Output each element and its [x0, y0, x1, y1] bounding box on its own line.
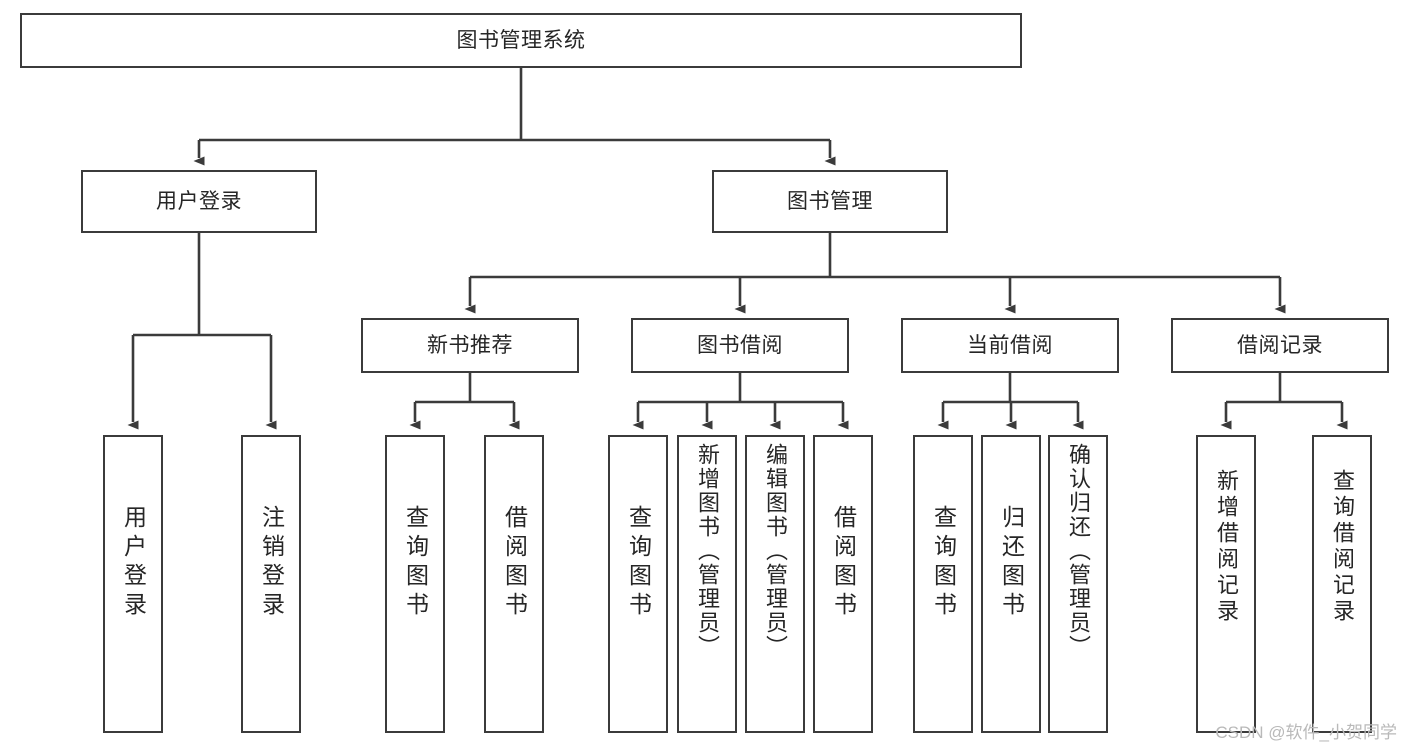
node-book-borrow-label: 图书借阅 — [697, 333, 783, 357]
node-leaf-rec-query-book-label: 查询图书 — [402, 505, 429, 621]
node-user-login-label: 用户登录 — [156, 189, 242, 213]
node-leaf-borrow-book-label: 借阅图书 — [830, 505, 857, 621]
node-current-borrow-label: 当前借阅 — [967, 333, 1053, 357]
node-leaf-cur-query-book[interactable]: 查询图书 — [913, 435, 973, 733]
node-borrow-record[interactable]: 借阅记录 — [1171, 318, 1389, 373]
node-new-book-rec-label: 新书推荐 — [427, 333, 513, 357]
node-leaf-rec-query-book[interactable]: 查询图书 — [385, 435, 445, 733]
node-leaf-query-borrow-record[interactable]: 查询借阅记录 — [1312, 435, 1372, 733]
node-leaf-add-borrow-record-label: 新增借阅记录 — [1214, 469, 1239, 625]
node-user-login[interactable]: 用户登录 — [81, 170, 317, 233]
node-book-manage[interactable]: 图书管理 — [712, 170, 948, 233]
node-leaf-rec-borrow-book-label: 借阅图书 — [501, 505, 528, 621]
node-leaf-confirm-return-admin-label: 确认归还（管理员） — [1066, 443, 1091, 659]
node-leaf-add-book-admin-label: 新增图书（管理员） — [695, 443, 720, 659]
node-leaf-rec-borrow-book[interactable]: 借阅图书 — [484, 435, 544, 733]
node-leaf-user-logout[interactable]: 注销登录 — [241, 435, 301, 733]
node-leaf-user-login[interactable]: 用户登录 — [103, 435, 163, 733]
node-leaf-edit-book-admin-label: 编辑图书（管理员） — [763, 443, 788, 659]
node-leaf-cur-query-book-label: 查询图书 — [930, 505, 957, 621]
node-leaf-add-book-admin[interactable]: 新增图书（管理员） — [677, 435, 737, 733]
node-leaf-user-logout-label: 注销登录 — [258, 505, 285, 621]
node-leaf-add-borrow-record[interactable]: 新增借阅记录 — [1196, 435, 1256, 733]
csdn-watermark: CSDN @软件_小贺同学 — [1215, 723, 1397, 742]
node-leaf-edit-book-admin[interactable]: 编辑图书（管理员） — [745, 435, 805, 733]
node-leaf-confirm-return-admin[interactable]: 确认归还（管理员） — [1048, 435, 1108, 733]
node-leaf-borrow-book[interactable]: 借阅图书 — [813, 435, 873, 733]
node-leaf-user-login-label: 用户登录 — [120, 505, 147, 621]
node-new-book-rec[interactable]: 新书推荐 — [361, 318, 579, 373]
node-leaf-borrow-query-book[interactable]: 查询图书 — [608, 435, 668, 733]
node-leaf-return-book-label: 归还图书 — [998, 505, 1025, 621]
node-leaf-borrow-query-book-label: 查询图书 — [625, 505, 652, 621]
node-leaf-query-borrow-record-label: 查询借阅记录 — [1330, 469, 1355, 625]
node-root[interactable]: 图书管理系统 — [20, 13, 1022, 68]
node-current-borrow[interactable]: 当前借阅 — [901, 318, 1119, 373]
node-root-label: 图书管理系统 — [456, 28, 586, 52]
node-book-manage-label: 图书管理 — [787, 189, 873, 213]
node-borrow-record-label: 借阅记录 — [1237, 333, 1323, 357]
node-leaf-return-book[interactable]: 归还图书 — [981, 435, 1041, 733]
node-book-borrow[interactable]: 图书借阅 — [631, 318, 849, 373]
